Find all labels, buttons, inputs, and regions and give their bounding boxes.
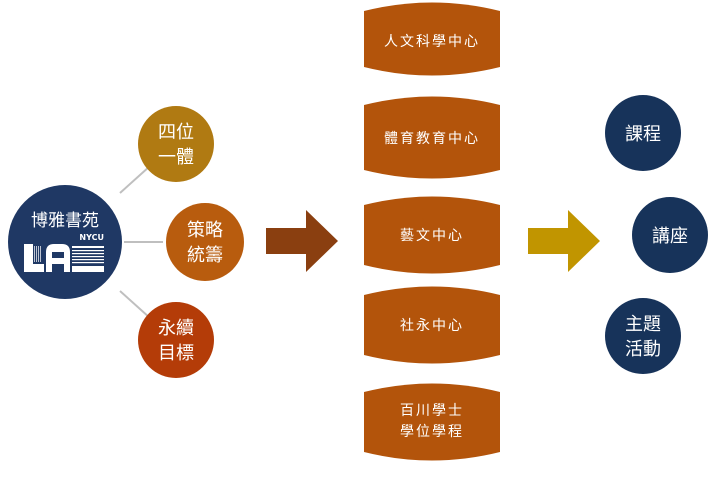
principle-label-line: 永續 [158,318,194,339]
connector-line [119,165,151,194]
center-label-line: 藝文中心 [400,228,464,244]
logo-subtitle: NYCU [79,233,104,242]
center-label-line: 社永中心 [400,318,464,334]
output-label-line: 主題 [625,314,661,335]
center-label-line: 體育教育中心 [384,131,480,147]
principle-label-line: 目標 [158,343,194,364]
principle-node: 四位 一體 [138,106,214,182]
principle-label-line: 策略 [187,220,223,241]
center-label-line: 學位學程 [400,424,464,440]
center-box: 百川學士 學位學程 [364,383,500,461]
principle-circle [138,302,214,378]
output-node: 主題 活動 [605,298,681,374]
principle-circle [166,203,244,281]
center-shape [364,196,500,274]
principle-node: 永續 目標 [138,302,214,378]
output-label-line: 課程 [625,124,661,145]
logo-title: 博雅書苑 [31,211,99,231]
center-box: 社永中心 [364,286,500,364]
center-box: 藝文中心 [364,196,500,274]
principle-circle [138,106,214,182]
center-shape [364,383,500,461]
logo-la-mark [24,244,104,272]
center-shape [364,96,500,179]
principle-label-line: 統籌 [187,245,223,266]
output-circle [605,298,681,374]
output-label-line: 活動 [625,339,661,360]
logo-circle [8,185,122,299]
center-shape [364,286,500,364]
center-box: 人文科學中心 [364,2,500,76]
principle-label-line: 一體 [158,147,194,168]
center-shape [364,2,500,76]
left-arrow-icon [266,210,338,272]
center-box: 體育教育中心 [364,96,500,179]
connector-line [119,290,151,319]
output-node: 講座 [632,197,708,273]
output-node: 課程 [605,95,681,171]
output-circle [605,95,681,171]
right-arrow-icon [528,210,600,272]
principle-node: 策略 統籌 [166,203,244,281]
output-label-line: 講座 [652,226,688,247]
center-label-line: 百川學士 [400,403,464,419]
logo: 博雅書苑 NYCU [8,185,122,299]
principle-label-line: 四位 [158,122,194,143]
output-circle [632,197,708,273]
center-label-line: 人文科學中心 [384,34,480,50]
